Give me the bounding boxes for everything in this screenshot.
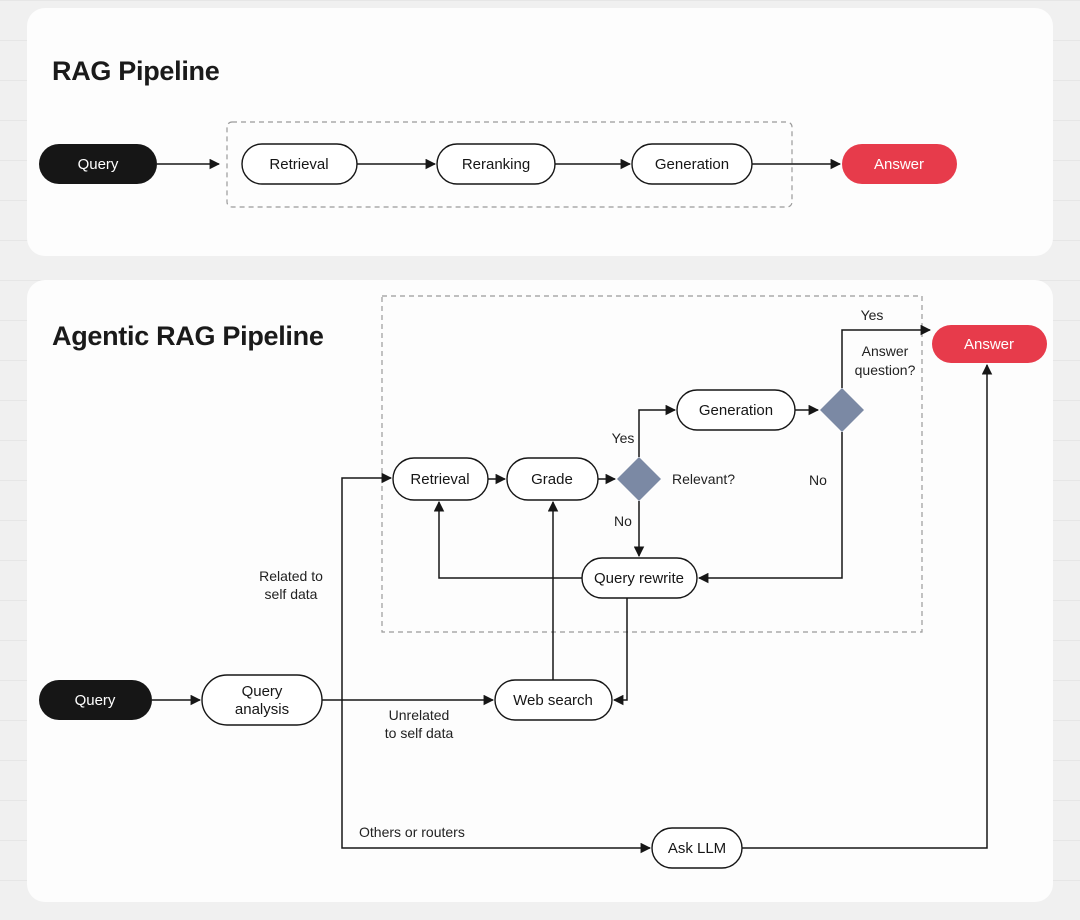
edge-label-yes-relevant: Yes: [612, 430, 635, 446]
edge-label-relevant-question: Relevant?: [672, 471, 735, 487]
rag-query-node: [39, 144, 157, 184]
grade-node: [506, 457, 599, 501]
agentic-rag-pipeline-card: Agentic RAG Pipeline Query: [27, 280, 1053, 902]
rag-pipeline-title: RAG Pipeline: [52, 56, 220, 86]
query-analysis-node: [201, 674, 323, 726]
arrow-relevant-yes-to-generation: [638, 404, 677, 457]
edge-label-others-or-routers: Others or routers: [359, 824, 465, 840]
edge-label-unrelated-line2: to self data: [385, 725, 454, 741]
agentic-dashed-group-box: [381, 295, 923, 633]
rag-dashed-group-box: [226, 121, 793, 208]
edge-label-yes-answer: Yes: [861, 307, 884, 323]
agentic-answer-node: [932, 325, 1047, 363]
grade-label: Grade: [531, 471, 573, 488]
rag-reranking-label: Reranking: [462, 156, 530, 173]
web-search-label: Web search: [513, 692, 593, 709]
rag-generation-label: Generation: [655, 156, 729, 173]
agentic-pipeline-title: Agentic RAG Pipeline: [52, 321, 324, 351]
rag-answer-label: Answer: [874, 156, 924, 173]
web-search-node: [494, 679, 613, 721]
agentic-answer-label: Answer: [964, 336, 1014, 353]
edge-label-no-relevant: No: [614, 513, 632, 529]
query-analysis-label-line1: Query: [242, 683, 283, 700]
rag-query-label: Query: [78, 156, 119, 173]
agentic-query-node: [39, 680, 152, 720]
agentic-query-label: Query: [75, 692, 116, 709]
agentic-retrieval-node: [392, 457, 489, 501]
relevant-decision-diamond: [617, 457, 661, 501]
edge-label-related-line1: Related to: [259, 568, 323, 584]
query-analysis-label-line2: analysis: [235, 701, 289, 718]
edge-label-related-line2: self data: [265, 586, 318, 602]
agentic-retrieval-label: Retrieval: [410, 471, 469, 488]
agentic-generation-node: [676, 389, 796, 431]
agentic-rag-pipeline-diagram: Agentic RAG Pipeline Query: [39, 295, 1047, 869]
arrow-query-rewrite-to-web-search: [612, 598, 628, 706]
edge-label-no-answer: No: [809, 472, 827, 488]
rag-pipeline-diagram: RAG Pipeline Query Retrieval Reranking G…: [39, 56, 957, 208]
edge-label-unrelated-line1: Unrelated: [389, 707, 450, 723]
arrow-query-analysis-to-retrieval: [341, 472, 393, 700]
arrow-ask-llm-to-answer: [742, 363, 993, 849]
query-rewrite-node: [581, 557, 698, 599]
agentic-generation-label: Generation: [699, 402, 773, 419]
edge-label-answer-question-line2: question?: [855, 362, 916, 378]
arrow-answer-no-to-query-rewrite: [697, 432, 843, 584]
rag-answer-node: [842, 144, 957, 184]
query-rewrite-label: Query rewrite: [594, 570, 684, 587]
rag-retrieval-label: Retrieval: [269, 156, 328, 173]
arrow-answer-yes-to-answer: [841, 324, 932, 388]
rag-pipeline-card: RAG Pipeline Query Retrieval Reranking G…: [27, 8, 1053, 256]
ask-llm-label: Ask LLM: [668, 840, 726, 857]
ask-llm-node: [651, 827, 743, 869]
answer-question-decision-diamond: [820, 388, 864, 432]
edge-label-answer-question-line1: Answer: [862, 343, 909, 359]
arrow-query-analysis-to-ask-llm: [341, 700, 652, 854]
arrow-query-rewrite-to-retrieval: [433, 500, 582, 579]
